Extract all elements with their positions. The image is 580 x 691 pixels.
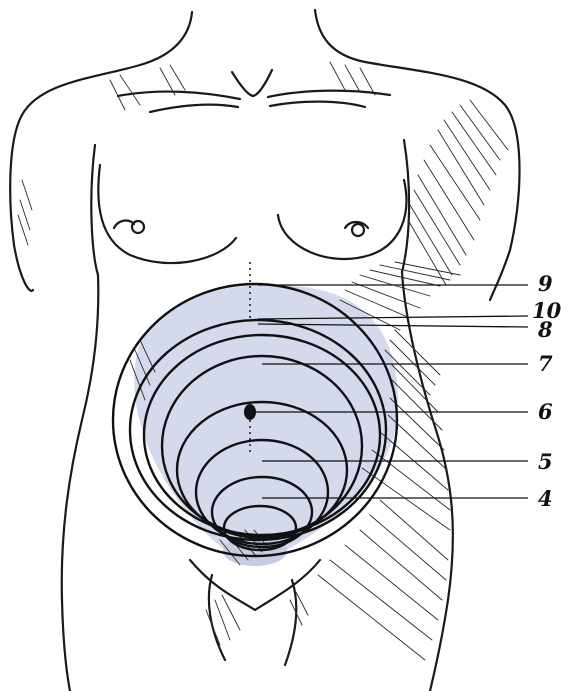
label-8: 8 xyxy=(537,317,553,342)
label-7: 7 xyxy=(538,351,553,376)
label-5: 5 xyxy=(538,449,553,474)
label-9: 9 xyxy=(538,271,553,296)
label-6: 6 xyxy=(538,399,553,424)
label-4: 4 xyxy=(538,486,553,511)
level-labels: 9 10 8 7 6 5 4 xyxy=(532,271,562,511)
